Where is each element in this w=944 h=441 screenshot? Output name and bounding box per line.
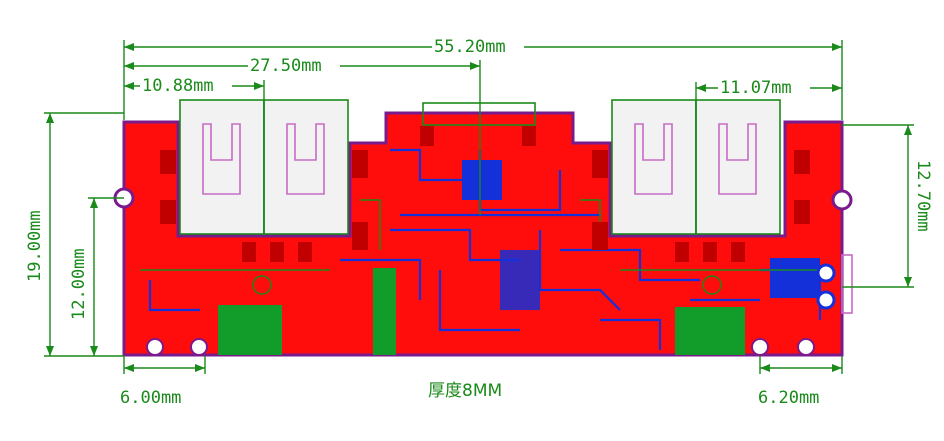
right-notch (831, 189, 853, 211)
usb-a-left-2 (263, 99, 349, 235)
usb-a-left-group (179, 99, 349, 235)
thickness-note: 厚度8MM (428, 381, 502, 401)
pcb-board (113, 99, 853, 357)
usb-a-left-1 (179, 99, 265, 235)
inductor-left (218, 305, 282, 355)
dim-mid-width: 27.50mm (250, 56, 322, 76)
dim-left-hole-height: 12.00mm (69, 248, 89, 320)
mount-hole-bottom-right-a (751, 338, 769, 356)
capacitor-center (373, 268, 396, 355)
inductor-right (675, 307, 745, 355)
mount-hole-bottom-left-b (190, 338, 208, 356)
mount-hole-bottom-left-a (146, 338, 164, 356)
mount-hole-bottom-right-b (797, 338, 815, 356)
switch-outline (841, 254, 853, 314)
blue-pad-center (462, 160, 502, 200)
usb-a-right-1 (611, 99, 697, 235)
dim-left-hole-offset: 6.00mm (120, 388, 181, 408)
dim-board-height: 19.00mm (25, 210, 45, 282)
micro-usb-outline (422, 102, 536, 126)
dim-right-hole-height: 12.70mm (913, 160, 933, 232)
green-traces (140, 199, 830, 295)
dim-left-usb-offset: 10.88mm (142, 76, 214, 96)
dim-overall-width: 55.20mm (434, 37, 506, 57)
component-pads (160, 126, 810, 262)
usb-a-right-2 (695, 99, 781, 235)
blue-block-mid (500, 250, 540, 310)
dim-right-hole-offset: 6.20mm (758, 388, 819, 408)
dim-right-usb-offset: 11.07mm (720, 78, 792, 98)
blue-pad-right (770, 258, 820, 298)
switch-pin-top (816, 263, 836, 283)
switch-pin-bottom (816, 290, 836, 310)
usb-a-right-group (611, 99, 781, 235)
